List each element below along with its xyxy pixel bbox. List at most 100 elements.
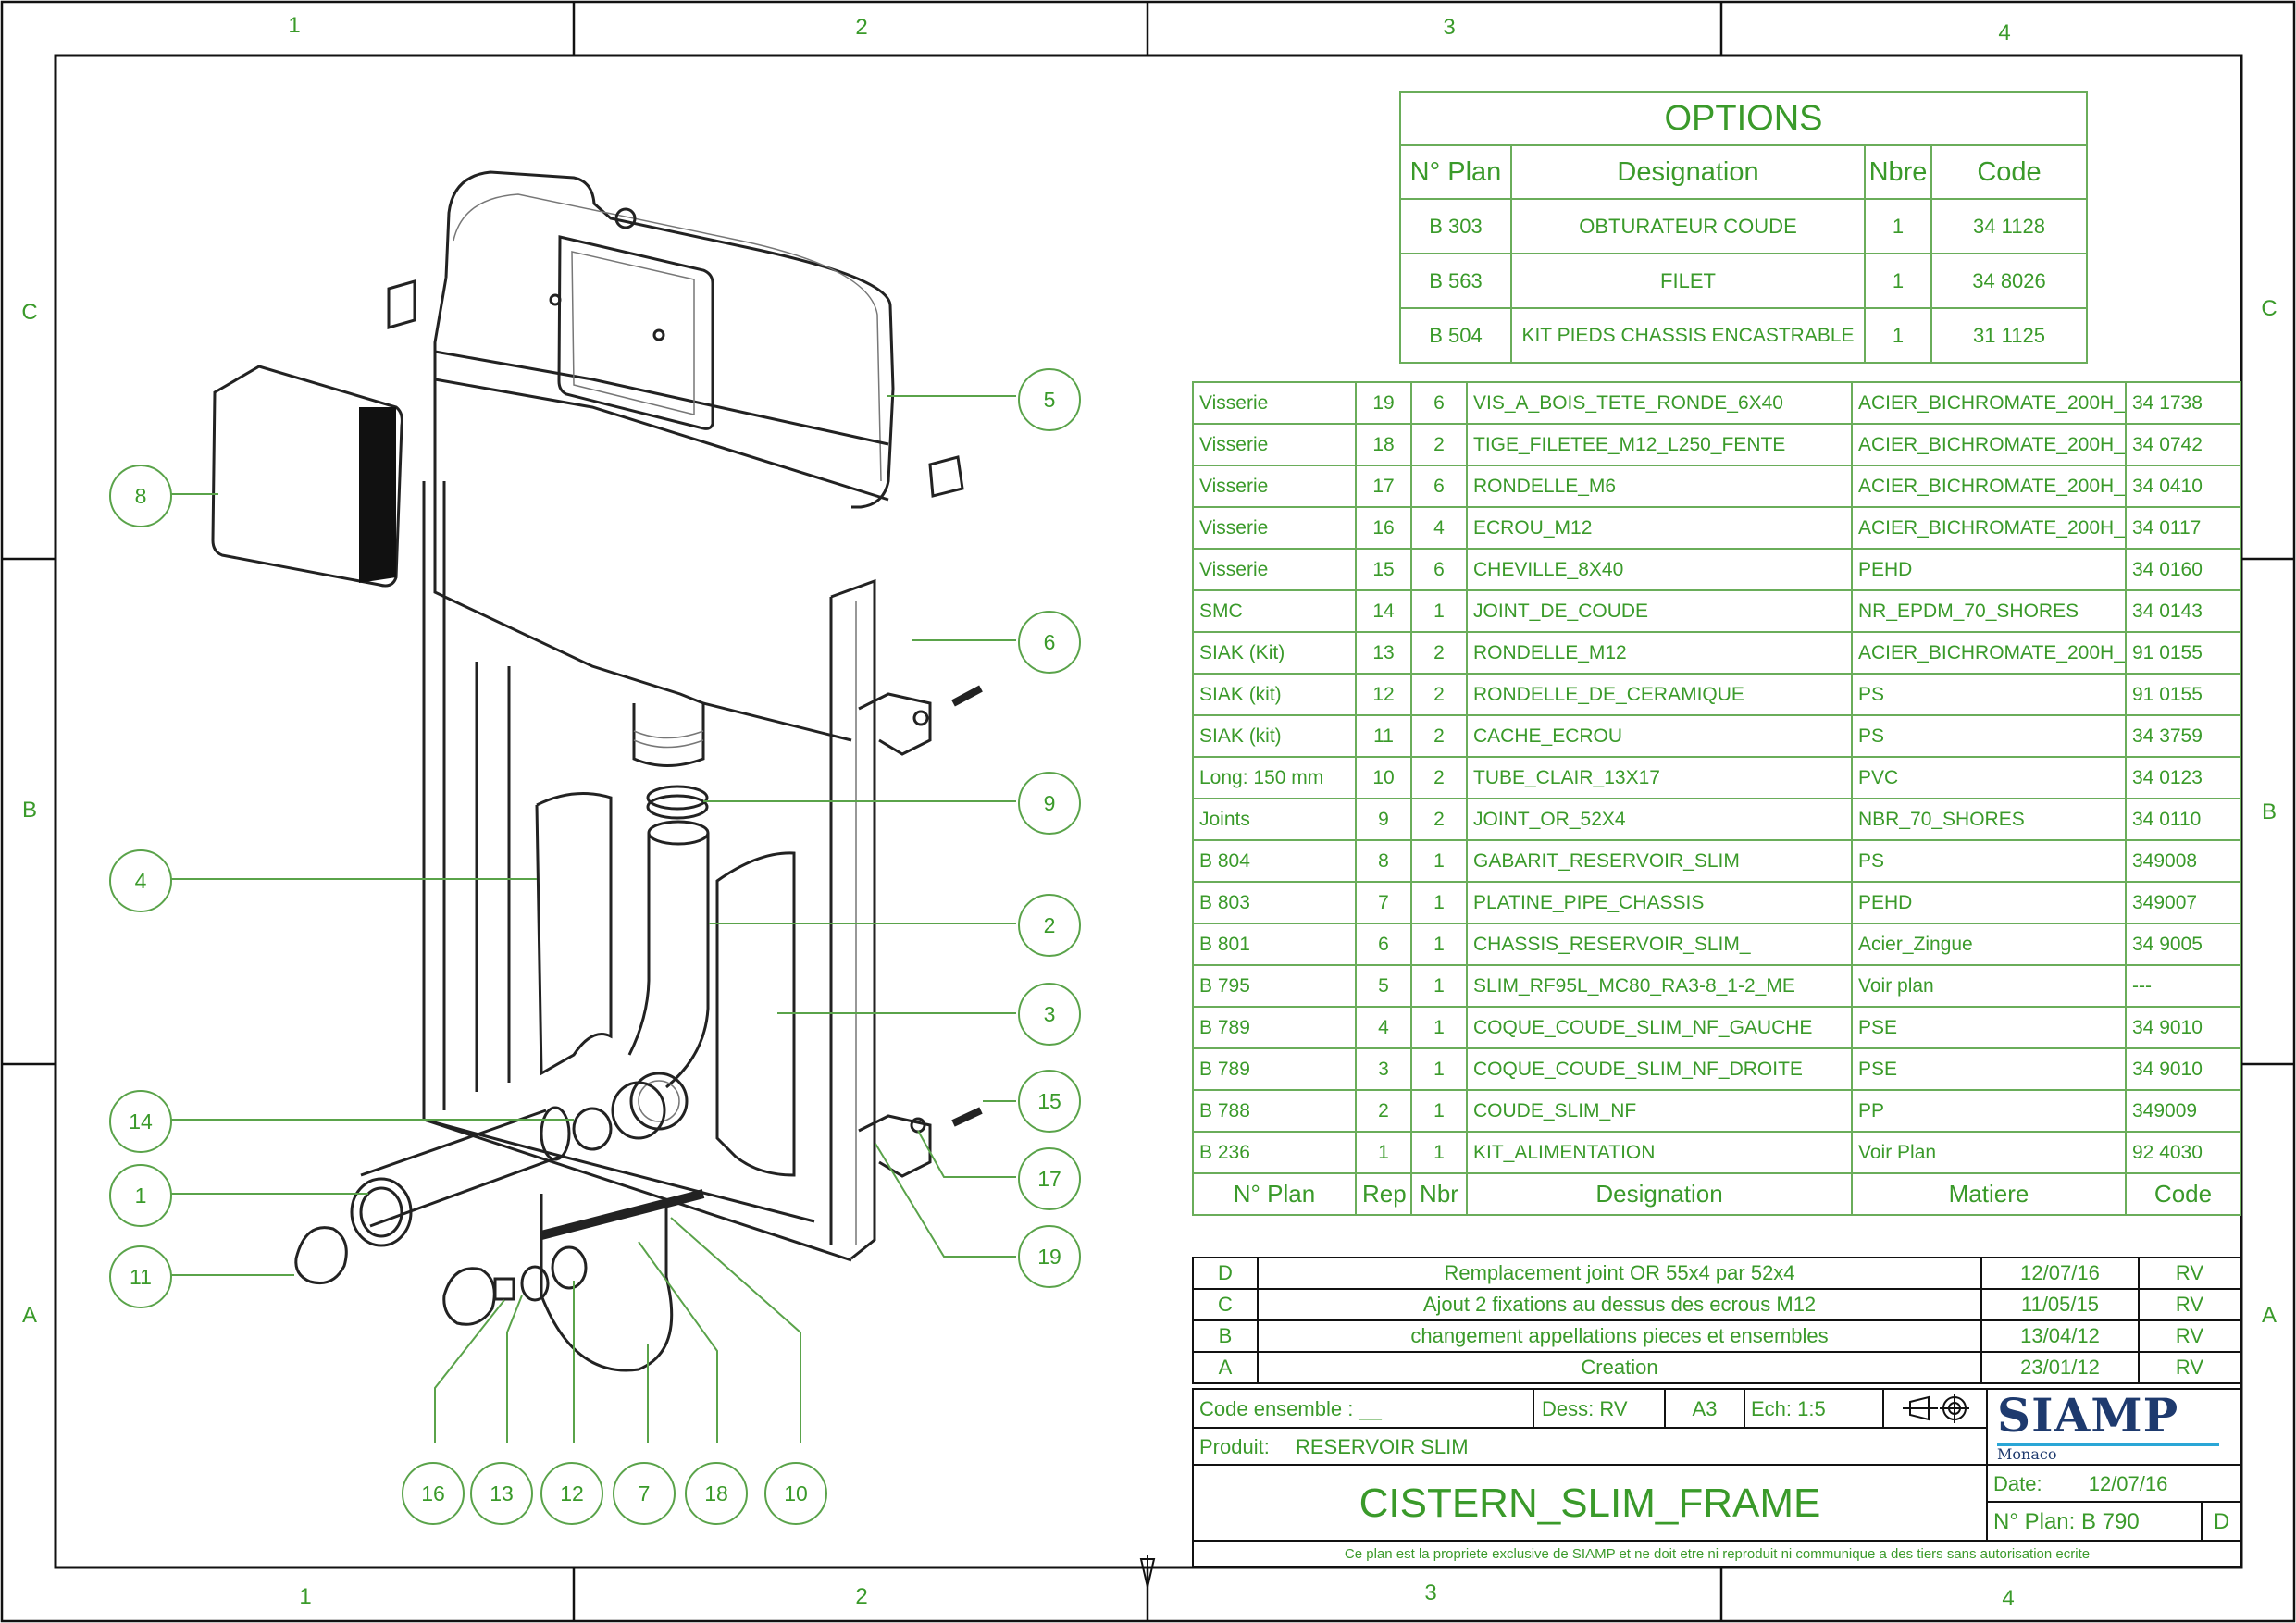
bom-cell-matiere: Voir Plan [1851,1131,2127,1174]
bom-cell-plan: SMC [1192,589,1357,633]
revision-cell-author: RV [2138,1351,2241,1384]
bom-cell-plan: B 795 [1192,964,1357,1008]
clip-right [928,455,964,498]
bom-header-row: N° Plan Rep Nbr Designation Matiere Code [1192,1172,2241,1216]
bom-cell-rep: 16 [1355,506,1412,550]
bom-header-nbr: Nbr [1410,1172,1468,1216]
bom-cell-designation: JOINT_OR_52X4 [1466,798,1853,841]
balloon-2: 2 [1018,894,1081,957]
zone-label-top-1: 1 [288,13,301,38]
bom-cell-code: 92 4030 [2125,1131,2241,1174]
logo-wordmark: SIAMP [1997,1388,2179,1443]
bom-cell-rep: 17 [1355,465,1412,508]
zone-label-bottom-3: 3 [1424,1580,1437,1605]
options-row: B 303 OBTURATEUR COUDE 1 34 1128 [1399,198,2088,254]
code-ensemble-field: Code ensemble : __ [1194,1390,1534,1429]
options-cell-code: 34 1128 [1930,198,2088,254]
title-block: Code ensemble : __ Dess: RV A3 Ech: 1:5 … [1192,1388,2241,1567]
bom-cell-designation: SLIM_RF95L_MC80_RA3-8_1-2_ME [1466,964,1853,1008]
options-header-designation: Designation [1510,144,1866,200]
template-gabarit [211,365,403,588]
pipe-plate [540,1194,674,1372]
options-cell-plan: B 563 [1399,253,1512,309]
options-header-plan: N° Plan [1399,144,1512,200]
nut-cover-cap [294,1226,348,1285]
balloon-5: 5 [1018,368,1081,431]
bom-cell-nbr: 2 [1410,714,1468,758]
zone-label-left-a: A [21,1303,37,1328]
bom-header-matiere: Matiere [1851,1172,2127,1216]
zone-label-left-b: B [21,798,37,823]
bom-cell-designation: TIGE_FILETEE_M12_L250_FENTE [1466,423,1853,466]
date-label: Date: [1993,1472,2042,1495]
bom-cell-rep: 15 [1355,548,1412,591]
options-row: B 504 KIT PIEDS CHASSIS ENCASTRABLE 1 31… [1399,307,2088,364]
bom-cell-nbr: 4 [1410,506,1468,550]
bom-cell-nbr: 2 [1410,631,1468,675]
bom-cell-plan: SIAK (kit) [1192,714,1357,758]
bom-cell-nbr: 2 [1410,798,1468,841]
balloon-11: 11 [109,1245,172,1308]
options-cell-nbre: 1 [1864,253,1932,309]
bom-cell-plan: B 236 [1192,1131,1357,1174]
revision-cell-author: RV [2138,1257,2241,1290]
bom-cell-designation: PLATINE_PIPE_CHASSIS [1466,881,1853,924]
bom-cell-nbr: 1 [1410,964,1468,1008]
options-cell-plan: B 504 [1399,307,1512,364]
bom-cell-plan: Long: 150 mm [1192,756,1357,799]
bom-cell-code: 34 1738 [2125,381,2241,425]
bom-cell-matiere: PEHD [1851,548,2127,591]
revision-cell-description: Remplacement joint OR 55x4 par 52x4 [1257,1257,1982,1290]
balloon-12: 12 [540,1462,603,1525]
options-cell-code: 31 1125 [1930,307,2088,364]
bom-header-designation: Designation [1466,1172,1853,1216]
bom-cell-code: 34 0123 [2125,756,2241,799]
bom-cell-rep: 19 [1355,381,1412,425]
bom-cell-code: 34 9010 [2125,1047,2241,1091]
bom-cell-rep: 2 [1355,1089,1412,1133]
bom-cell-designation: VIS_A_BOIS_TETE_RONDE_6X40 [1466,381,1853,425]
bom-cell-nbr: 2 [1410,423,1468,466]
bom-cell-plan: B 789 [1192,1047,1357,1091]
leader-lines [168,395,1016,1443]
revision-cell-description: Ajout 2 fixations au dessus des ecrous M… [1257,1288,1982,1321]
bom-header-plan: N° Plan [1192,1172,1357,1216]
bom-cell-matiere: Acier_Zingue [1851,923,2127,966]
options-cell-plan: B 303 [1399,198,1512,254]
bom-cell-nbr: 1 [1410,589,1468,633]
revision-cell-index: C [1192,1288,1259,1321]
bom-cell-matiere: ACIER_BICHROMATE_200H_BS [1851,465,2127,508]
options-table: OPTIONS N° Plan Designation Nbre Code B … [1399,91,2088,364]
revision-cell-date: 11/05/15 [1980,1288,2140,1321]
zone-label-right-a: A [2261,1303,2277,1328]
bom-cell-rep: 5 [1355,964,1412,1008]
elbow-pipe [627,820,710,1131]
bom-cell-code: 349008 [2125,839,2241,883]
bom-cell-plan: B 788 [1192,1089,1357,1133]
bom-cell-rep: 4 [1355,1006,1412,1049]
options-cell-nbre: 1 [1864,198,1932,254]
revision-letter: D [2203,1503,2240,1542]
third-angle-projection-icon [1903,1394,1969,1423]
bom-cell-matiere: PS [1851,714,2127,758]
bom-cell-code: 34 0410 [2125,465,2241,508]
exploded-view-drawing [168,170,1016,1443]
bom-cell-designation: CHASSIS_RESERVOIR_SLIM_ [1466,923,1853,966]
drawing-title: CISTERN_SLIM_FRAME [1194,1466,1988,1542]
bom-cell-designation: ECROU_M12 [1466,506,1853,550]
bom-cell-matiere: PSE [1851,1006,2127,1049]
projection-cell [1884,1390,1988,1429]
bom-cell-nbr: 6 [1410,548,1468,591]
options-title: OPTIONS [1399,91,2088,146]
